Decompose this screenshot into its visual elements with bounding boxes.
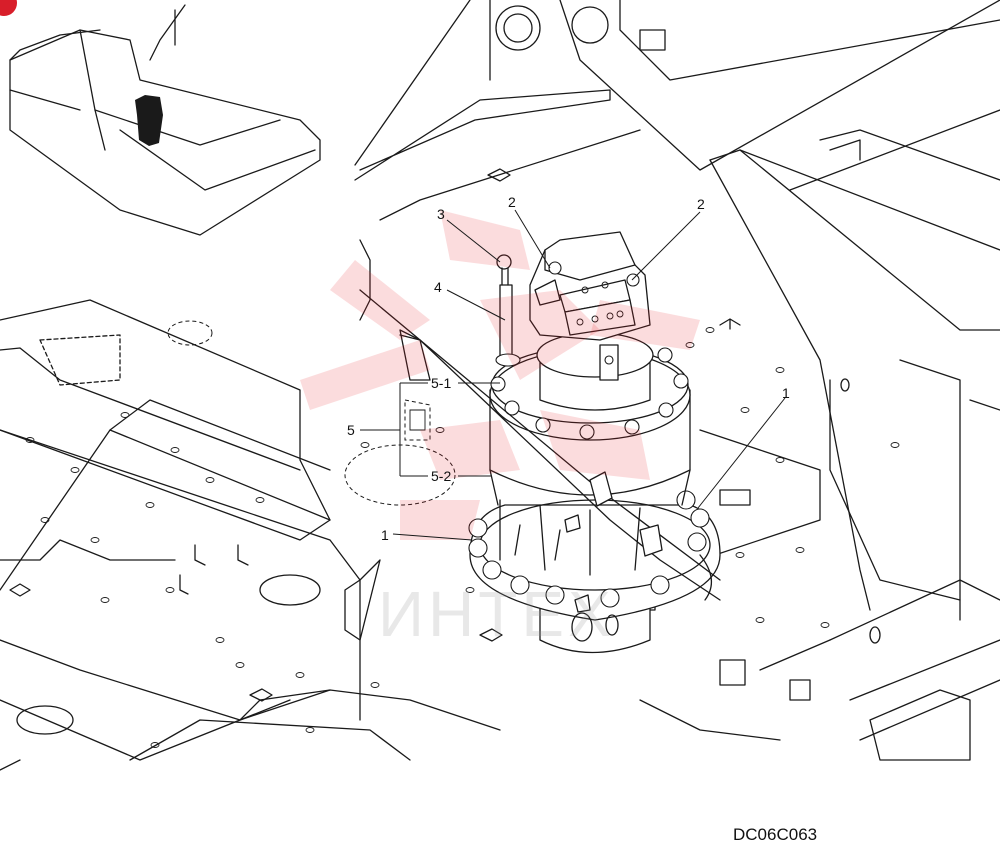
corner-badge: [0, 0, 17, 16]
upper-frame: [0, 299, 501, 771]
callout-sub-lower: 5-2: [431, 468, 451, 484]
drawing-code: DC06C063: [733, 825, 817, 844]
rear-frame: [249, 0, 1000, 761]
callout-dipstick-tube: 4: [434, 279, 442, 295]
operator-seat: [9, 4, 321, 236]
callout-bolt-lower: 1: [381, 527, 389, 543]
upper-flange-bolts: [490, 347, 689, 440]
callout-bolt-right: 1: [782, 385, 790, 401]
callout-plug-left: 2: [508, 194, 516, 210]
callout-leaders: [360, 209, 786, 541]
callout-plug-right: 2: [697, 196, 705, 212]
callout-dipstick-cap: 3: [437, 206, 445, 222]
callout-sub-upper: 5-1: [431, 375, 451, 391]
callout-assembly: 5: [347, 422, 355, 438]
watermark-logo: [300, 210, 700, 540]
swing-reduction-gear: [344, 231, 721, 654]
watermark-text: ИНТЕХ: [378, 578, 615, 650]
flange-bolts: [468, 490, 710, 608]
